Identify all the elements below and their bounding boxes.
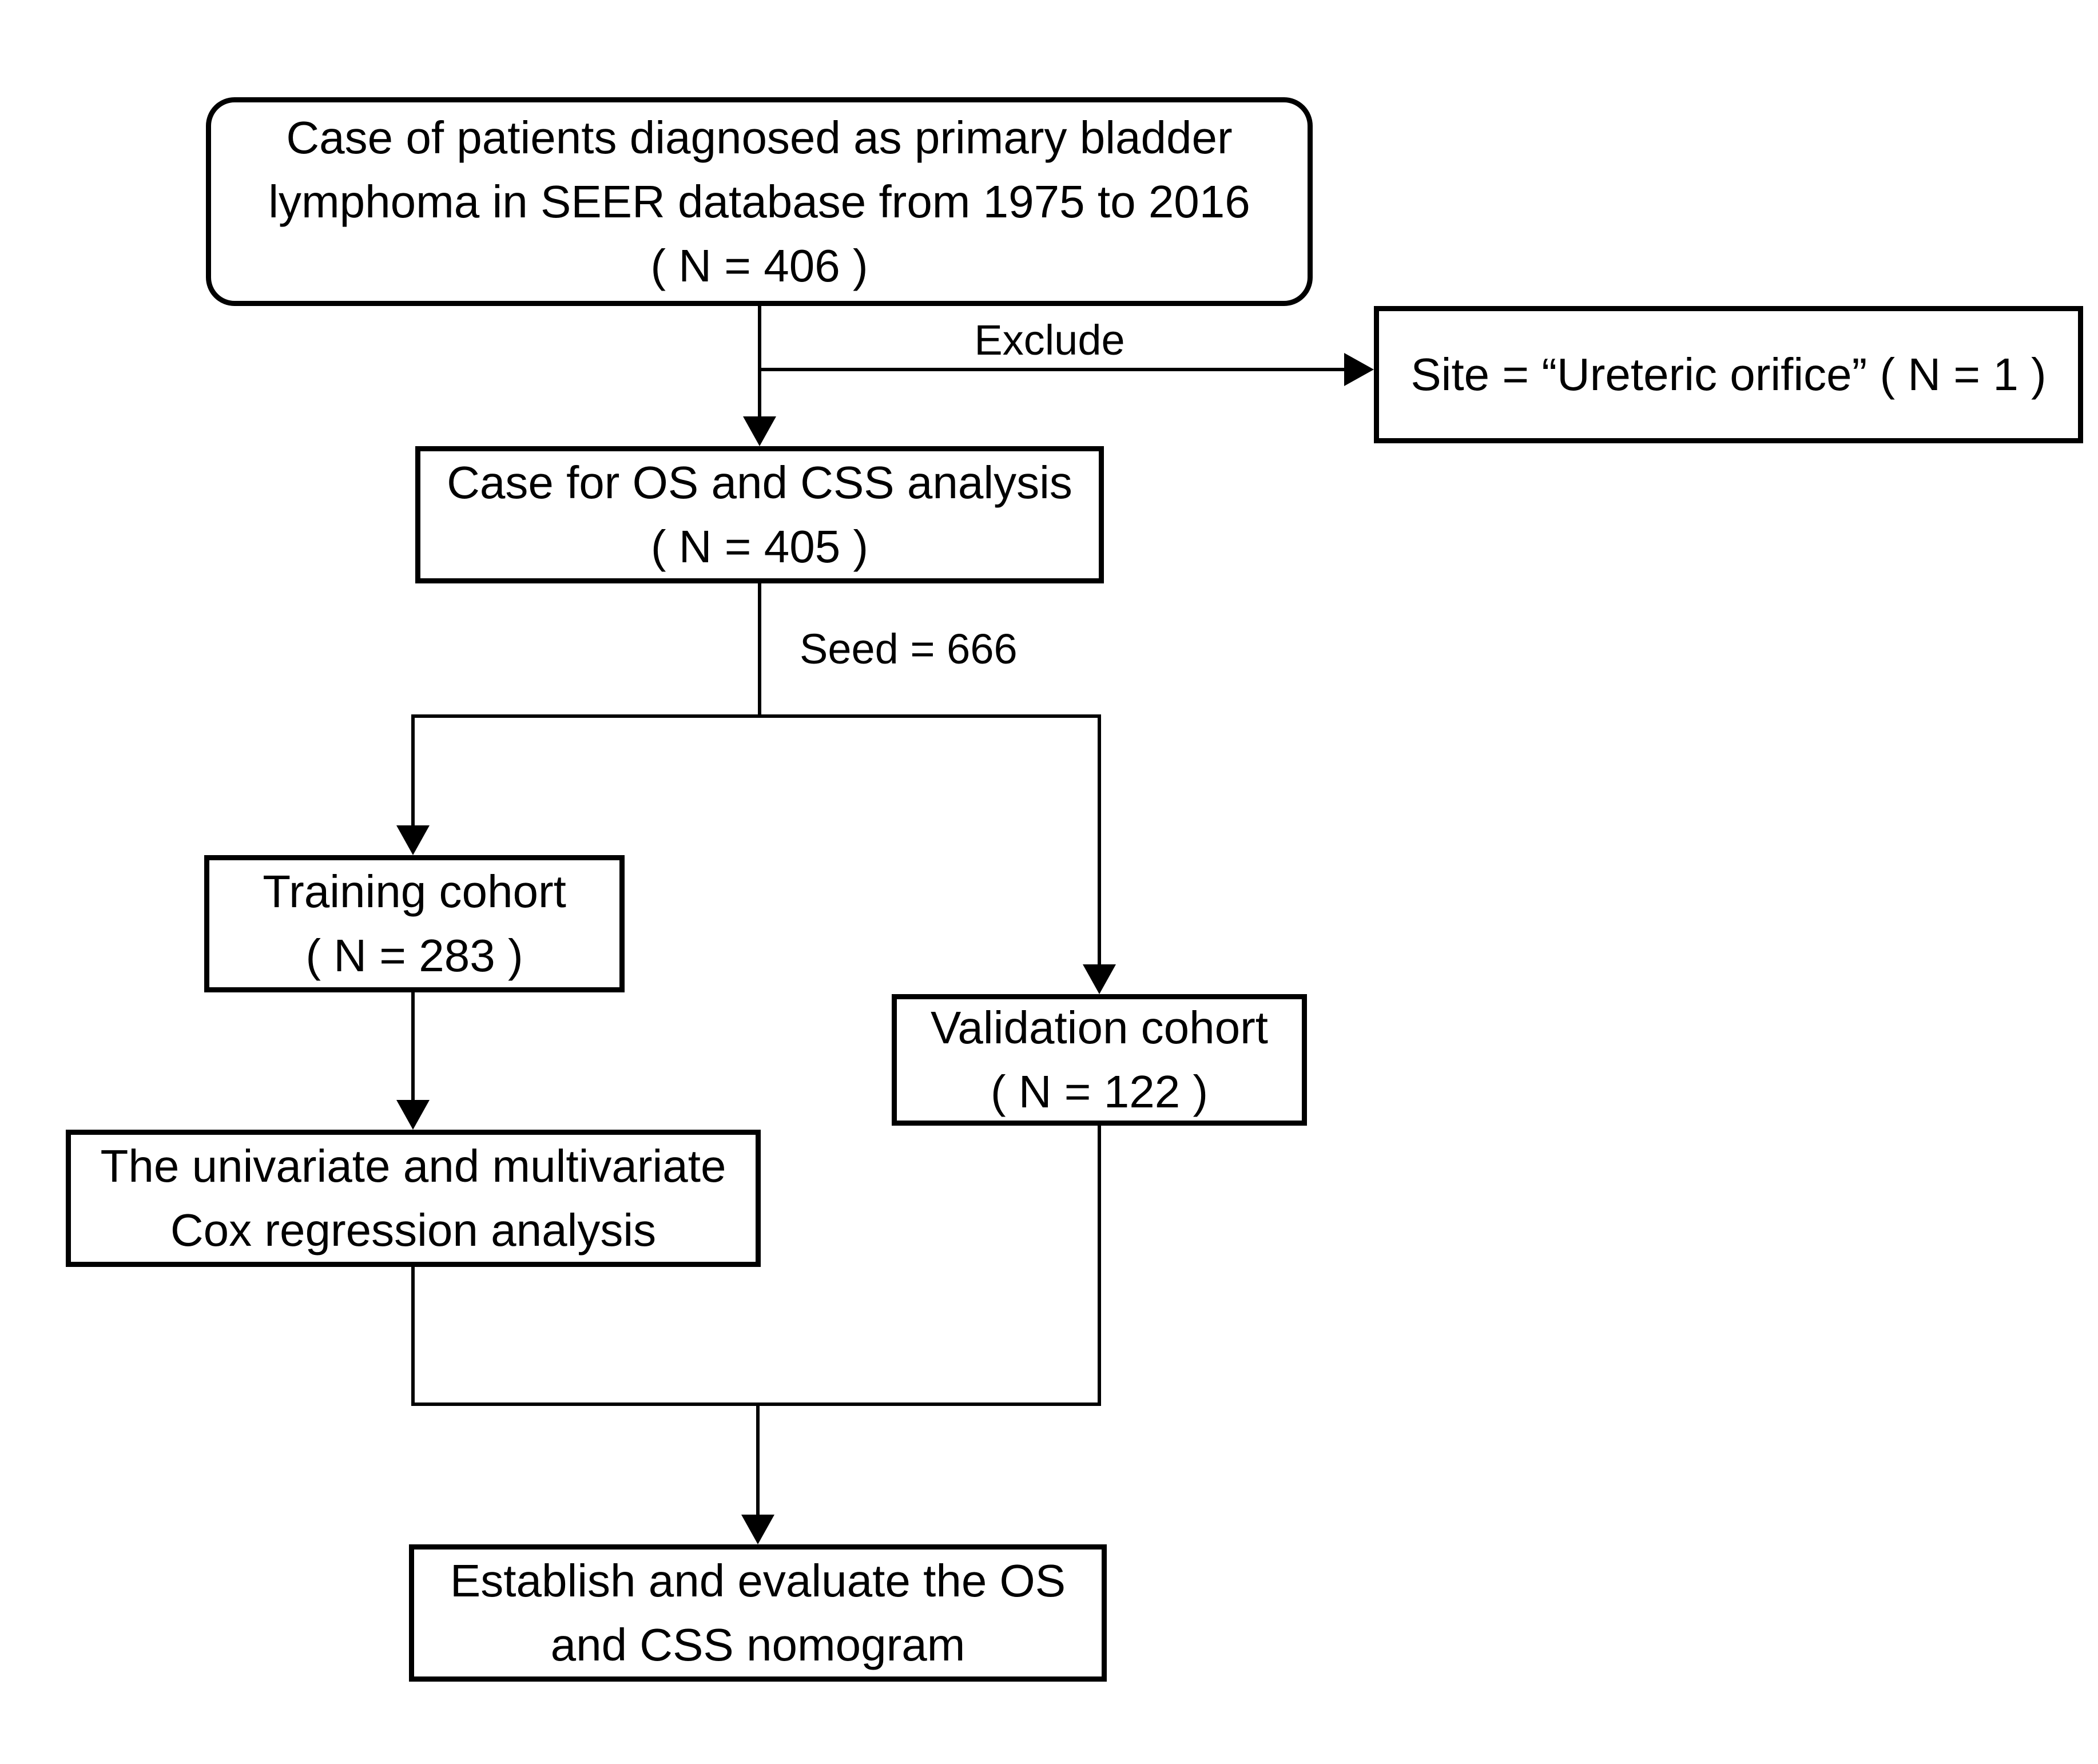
- node-text-line: Validation cohort: [931, 1002, 1268, 1053]
- connector-source-to-analysis: [758, 306, 761, 419]
- arrowhead-into-validation-icon: [1083, 964, 1116, 994]
- flowchart-node-excluded: Site = “Ureteric orifice” ( N = 1 ): [1374, 306, 2083, 443]
- arrowhead-into-cox-icon: [396, 1100, 430, 1130]
- node-text-line: lymphoma in SEER database from 1975 to 2…: [268, 176, 1250, 227]
- arrowhead-into-analysis-icon: [743, 416, 776, 446]
- node-text-line: Case for OS and CSS analysis: [447, 457, 1072, 508]
- flowchart-node-nomogram: Establish and evaluate the OS and CSS no…: [409, 1544, 1107, 1682]
- node-text-line: ( N = 406 ): [650, 240, 868, 291]
- connector-training-to-cox: [411, 992, 415, 1102]
- arrowhead-into-training-icon: [396, 825, 430, 855]
- node-text-line: ( N = 405 ): [650, 521, 869, 572]
- node-text-line: ( N = 283 ): [305, 930, 523, 981]
- connector-validation-to-merge: [1098, 1126, 1101, 1406]
- node-text-line: Cox regression analysis: [170, 1205, 657, 1256]
- node-text-line: Case of patients diagnosed as primary bl…: [286, 112, 1233, 163]
- node-text-line: Training cohort: [263, 866, 566, 917]
- flowchart-node-validation-cohort: Validation cohort ( N = 122 ): [892, 994, 1307, 1126]
- flowchart-node-cox-regression: The univariate and multivariate Cox regr…: [66, 1130, 761, 1267]
- connector-cox-to-merge: [411, 1267, 415, 1406]
- flowchart-node-source: Case of patients diagnosed as primary bl…: [206, 97, 1313, 306]
- connector-split-to-training: [411, 714, 415, 828]
- node-text-line: The univariate and multivariate: [100, 1141, 726, 1191]
- arrowhead-into-excluded-icon: [1344, 353, 1374, 386]
- connector-split-to-validation: [1098, 714, 1101, 967]
- node-text-line: Site = “Ureteric orifice” ( N = 1 ): [1410, 349, 2047, 400]
- connector-exclude-branch: [760, 368, 1346, 371]
- node-text-line: and CSS nomogram: [550, 1619, 965, 1670]
- flowchart-node-analysis-set: Case for OS and CSS analysis ( N = 405 ): [415, 446, 1104, 583]
- edge-label-exclude: Exclude: [974, 316, 1125, 364]
- node-text-line: ( N = 122 ): [990, 1066, 1209, 1117]
- edge-label-seed: Seed = 666: [800, 625, 1018, 673]
- connector-analysis-to-split: [758, 583, 761, 716]
- node-text-line: Establish and evaluate the OS: [450, 1555, 1066, 1606]
- flowchart-node-training-cohort: Training cohort ( N = 283 ): [204, 855, 625, 992]
- connector-split-horizontal: [411, 714, 1101, 718]
- arrowhead-into-nomogram-icon: [741, 1515, 774, 1544]
- connector-merge-to-nomogram: [756, 1403, 760, 1517]
